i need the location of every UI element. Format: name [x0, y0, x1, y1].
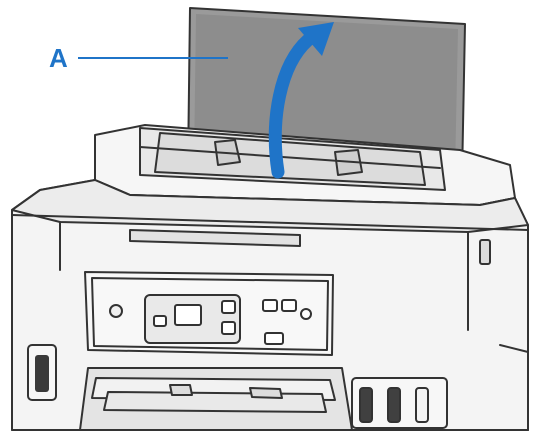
panel-button: [263, 300, 277, 311]
ink-tank-3: [416, 388, 428, 422]
panel-button: [282, 300, 296, 311]
ink-tank-1: [360, 388, 372, 422]
callout-label-a: A: [49, 45, 68, 71]
panel-button-round: [301, 309, 311, 319]
panel-button: [265, 333, 283, 344]
ink-tank-2: [388, 388, 400, 422]
power-button: [110, 305, 122, 317]
